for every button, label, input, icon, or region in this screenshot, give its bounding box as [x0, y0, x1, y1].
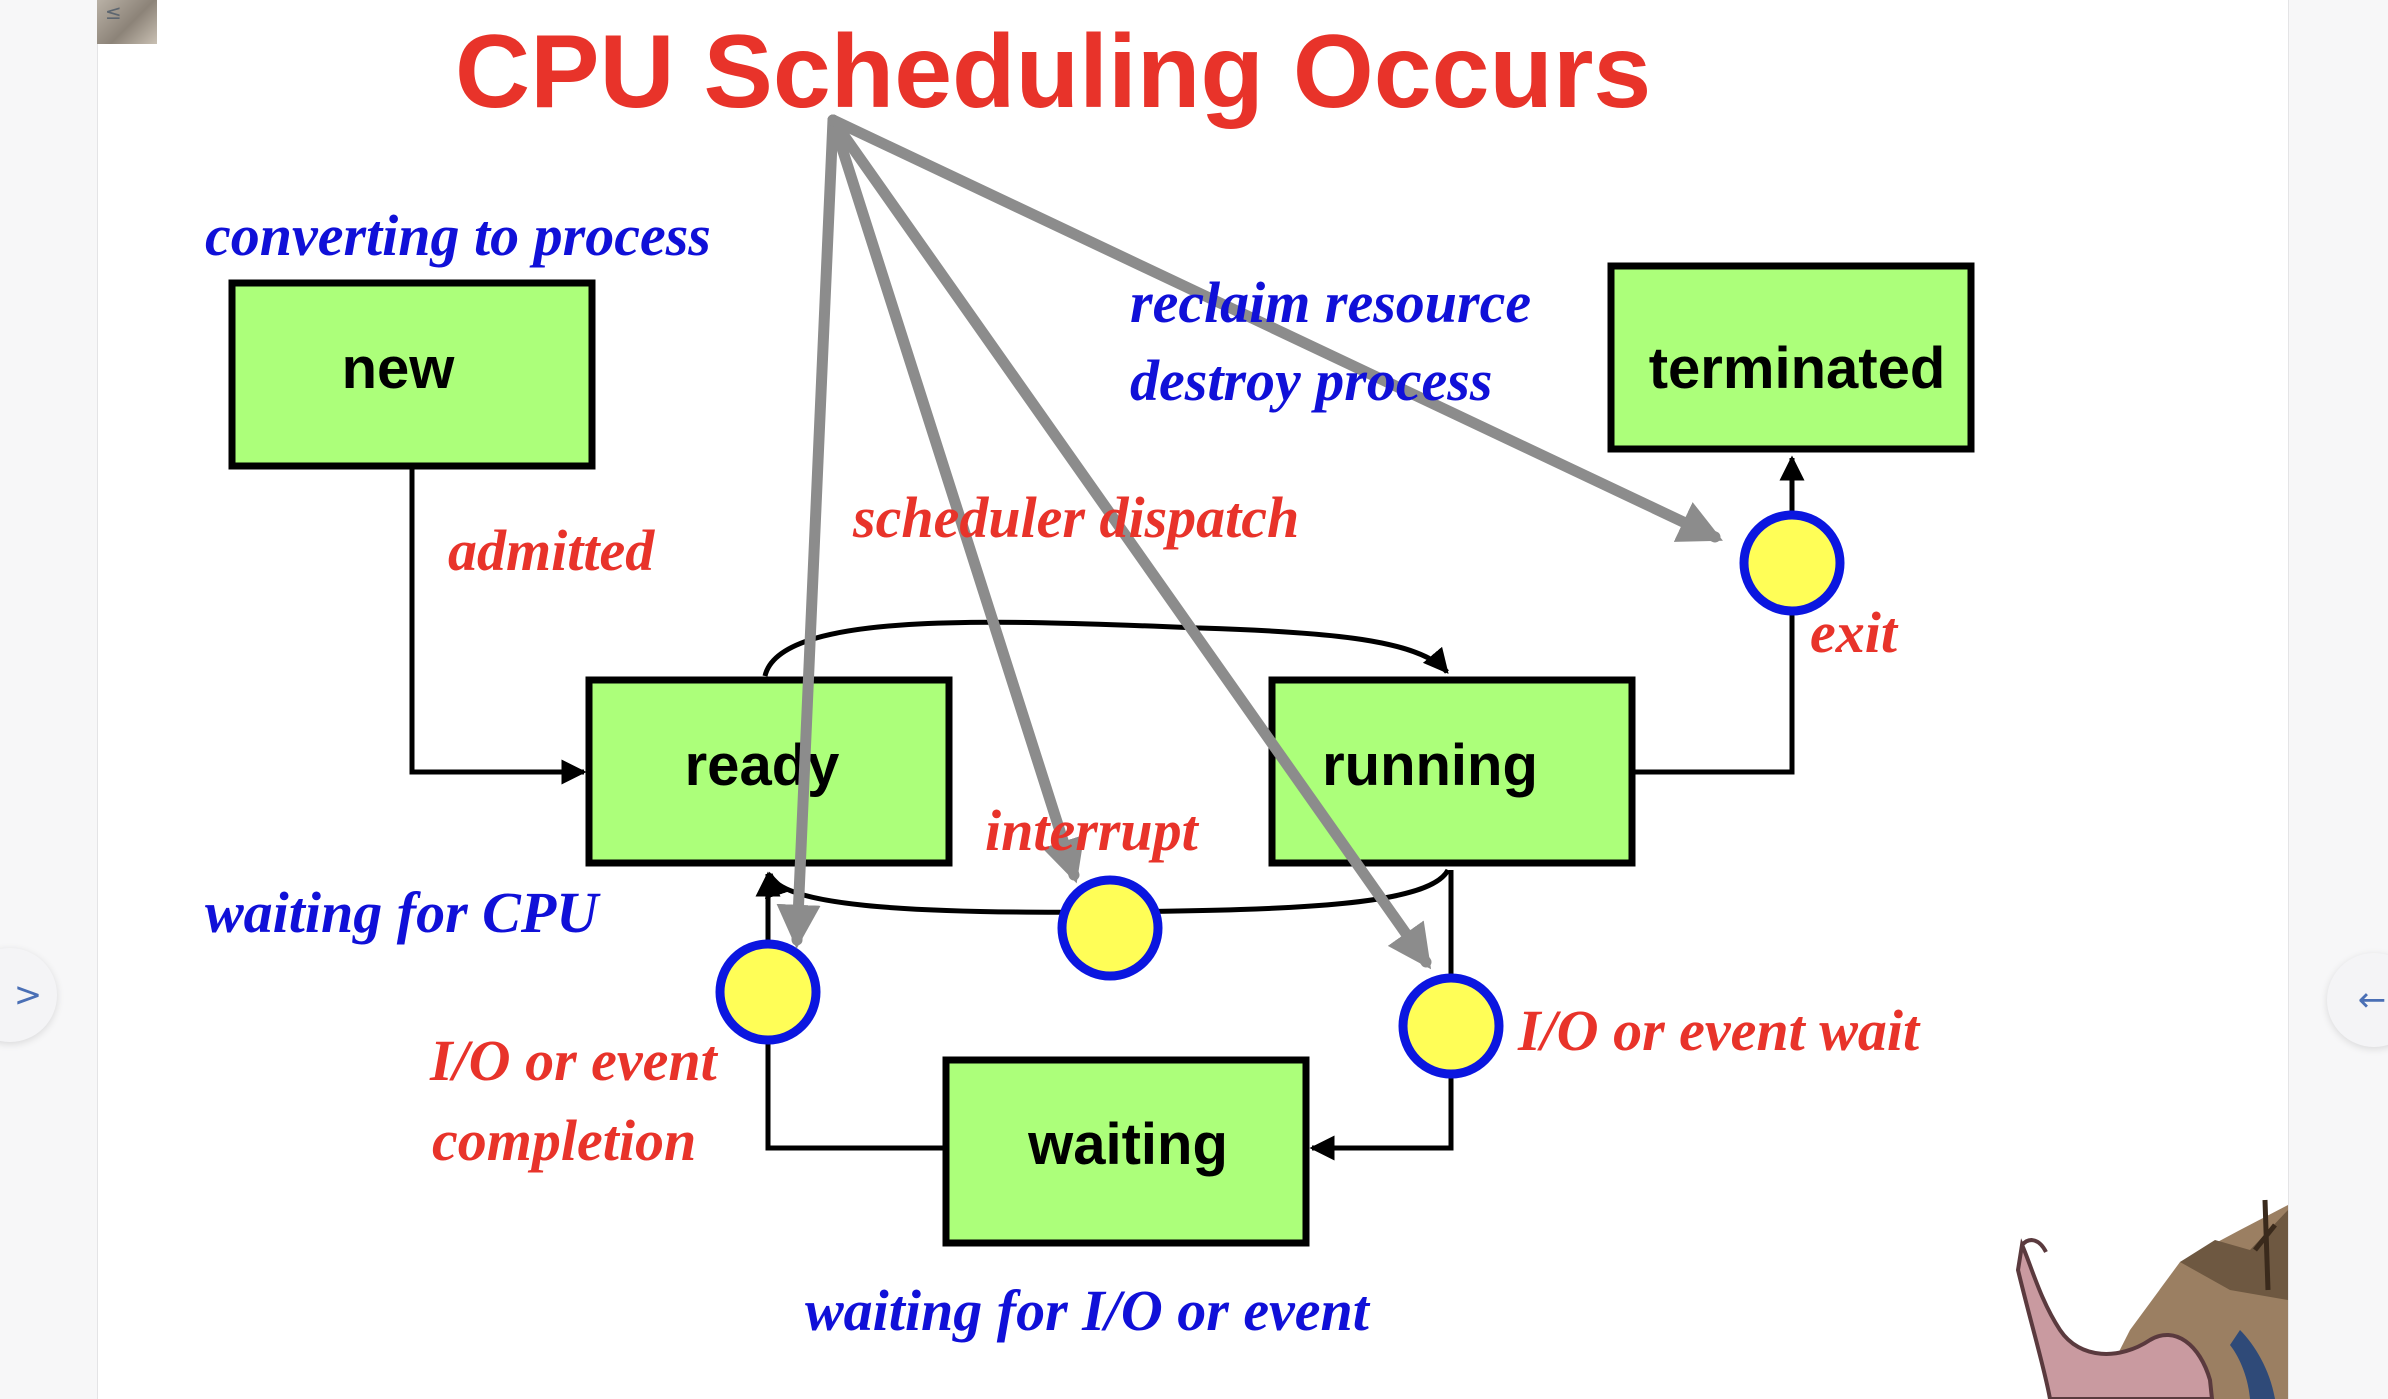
arrow-left-icon: ←	[2357, 980, 2387, 1020]
label-io-completion-line1: I/O or event	[429, 1028, 719, 1093]
note-waiting-for-cpu: waiting for CPU	[205, 880, 601, 945]
state-new-box	[228, 279, 596, 470]
state-terminated-label: terminated	[1649, 336, 1946, 401]
label-io-completion-line2: completion	[432, 1108, 696, 1173]
callout-arrow-to-interrupt	[827, 114, 1085, 884]
state-terminated-box	[1607, 262, 1975, 453]
state-ready-label: ready	[685, 733, 840, 798]
slide-thumbnail[interactable]: ≤	[97, 0, 157, 44]
chevron-right-icon: >	[13, 975, 43, 1015]
state-waiting-label: waiting	[1027, 1112, 1228, 1177]
note-destroy-process: destroy process	[1130, 348, 1492, 413]
label-interrupt: interrupt	[985, 798, 1200, 863]
arrow-running-to-exit	[1632, 592, 1795, 775]
callout-arrow-to-io-completion	[776, 114, 839, 949]
label-admitted: admitted	[448, 518, 655, 583]
note-reclaim-resource: reclaim resource	[1130, 270, 1531, 335]
label-io-wait: I/O or event wait	[1517, 998, 1921, 1063]
state-running-label: running	[1322, 733, 1538, 798]
thumbnail-glyph: ≤	[105, 0, 122, 24]
label-scheduler-dispatch: scheduler dispatch	[852, 485, 1299, 550]
arrow-ready-to-running-dispatch	[762, 619, 1449, 677]
note-converting-to-process: converting to process	[205, 203, 711, 268]
note-waiting-for-io: waiting for I/O or event	[805, 1278, 1371, 1343]
diagram-title: CPU Scheduling Occurs	[455, 14, 1651, 130]
label-exit: exit	[1810, 600, 1899, 665]
node-exit	[1739, 510, 1845, 616]
callout-arrow-to-exit	[827, 114, 1723, 543]
state-waiting-box	[942, 1056, 1310, 1247]
node-io-completion	[715, 939, 821, 1045]
dinosaur-illustration	[2015, 1199, 2288, 1399]
node-io-wait	[1398, 973, 1504, 1079]
state-ready-box	[585, 676, 953, 867]
callout-arrow-to-io-wait	[827, 114, 1432, 970]
arrow-running-to-waiting	[1309, 870, 1454, 1161]
state-new-label: new	[342, 336, 456, 401]
arrow-new-to-ready	[409, 466, 587, 785]
node-interrupt	[1057, 875, 1163, 981]
